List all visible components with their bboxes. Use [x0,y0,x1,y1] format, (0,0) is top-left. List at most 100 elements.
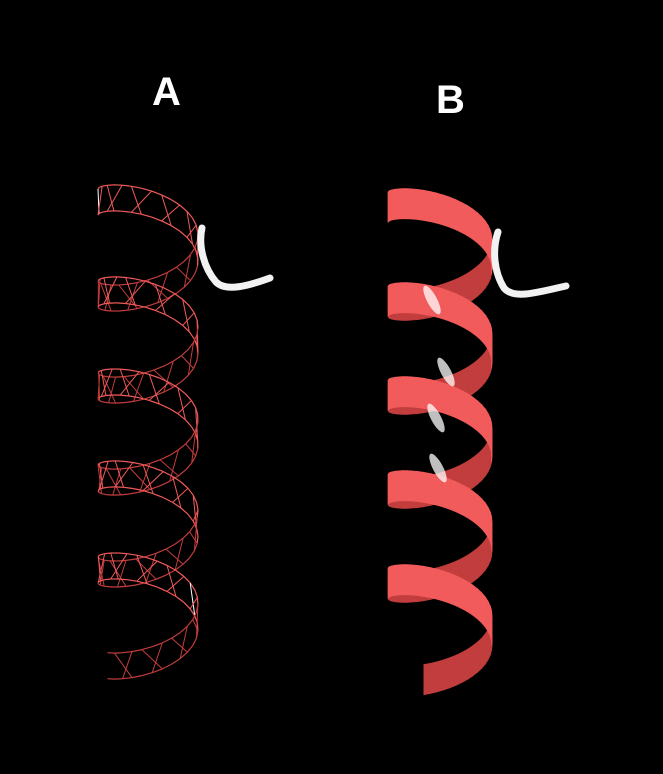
ribbon-front-segment [449,290,457,325]
wire-edge [151,216,162,222]
wire-edge [143,369,155,374]
ribbon-front-segment [394,376,399,408]
wire-strut [182,299,190,332]
wire-edge [97,397,100,400]
ribbon-front-segment [442,288,451,322]
wire-edge [163,497,173,503]
wire-edge [127,579,137,582]
ribbon-front-segment [477,306,483,343]
wire-edge [104,283,112,286]
wire-edge [186,236,193,245]
wire-edge [132,461,144,466]
wire-edge [176,260,185,268]
wire-strut [148,374,160,405]
ribbon-front-segment [406,564,413,596]
wire-strut [182,312,195,326]
ribbon-back-segment [481,538,486,575]
wire-edge [127,308,138,311]
wire-edge [196,353,199,362]
ribbon-back-segment [467,268,474,304]
wire-edge [100,308,106,311]
wire-edge [192,334,198,343]
wire-strut [185,443,197,457]
wire-edge [166,590,177,598]
wire-strut [145,553,157,583]
ribbon-front-segment [429,567,438,600]
wire-strut [159,459,179,477]
ribbon-front-segment [423,189,431,223]
wire-edge [123,460,133,464]
wire-edge [189,273,196,281]
ribbon-front-segment [406,282,413,314]
wire-edge [122,184,132,187]
wire-edge [183,280,191,288]
ribbon-front-segment [481,310,486,347]
ribbon-front-segment [467,487,474,523]
wire-edge [186,619,194,627]
wire-edge [180,481,189,489]
wire-edge [122,210,132,213]
wire-edge [155,574,167,580]
wire-edge [145,306,156,312]
wire-edge [186,210,193,219]
wire-edge [98,395,102,399]
wire-strut [122,651,133,679]
wire-strut [192,495,198,529]
ribbon-front-segment [481,404,486,441]
wire-edge [196,597,199,605]
wire-edge [179,651,188,660]
wire-strut [191,429,197,464]
panel-label-a: A [152,70,181,114]
wire-strut [139,463,151,493]
ribbon-back-segment [436,659,444,693]
wire-edge [146,557,158,562]
wire-strut [161,194,172,226]
ribbon-back-segment [485,251,489,290]
wire-edge [141,187,152,192]
wire-edge [149,399,160,405]
wire-edge [127,553,137,556]
ribbon-front-segment [467,581,474,617]
ribbon-back-segment [477,354,483,391]
wire-edge [135,278,146,282]
wire-edge [141,672,153,677]
wire-edge [195,225,199,233]
wire-strut [148,382,170,401]
ribbon-front-segment [429,473,438,506]
wire-edge [159,377,170,383]
wire-edge [152,493,164,499]
wire-edge [131,675,143,679]
wire-edge [161,220,172,227]
wire-strut [98,463,104,489]
wire-edge [129,395,140,399]
ribbon-back-segment [455,651,463,686]
wire-edge [143,395,155,400]
ribbon-front-segment [436,192,444,226]
wire-edge [186,645,194,653]
wire-edge [97,278,101,281]
wire-strut [105,468,122,496]
wire-edge [145,578,157,584]
ribbon-front-segment [417,189,425,221]
wire-strut [102,375,117,404]
wire-edge [169,449,179,456]
wire-edge [124,400,134,404]
wire-edge [184,419,192,427]
ribbon-back-segment [472,546,479,583]
wire-strut [108,376,117,403]
wire-edge [162,663,172,670]
ribbon-front-segment [401,376,408,408]
wire-strut [110,553,128,580]
wire-edge [120,368,130,371]
wire-edge [101,493,107,496]
ribbon-front-segment [449,572,457,607]
wire-strut [97,186,103,216]
wire-edge [175,596,185,603]
wire-edge [99,303,105,306]
coil-tail-a [197,224,274,291]
wire-edge [126,584,136,587]
ribbon-front-segment [442,570,451,604]
ribbon-front-segment [485,219,489,258]
wire-edge [120,394,130,397]
wire-edge [194,240,199,248]
